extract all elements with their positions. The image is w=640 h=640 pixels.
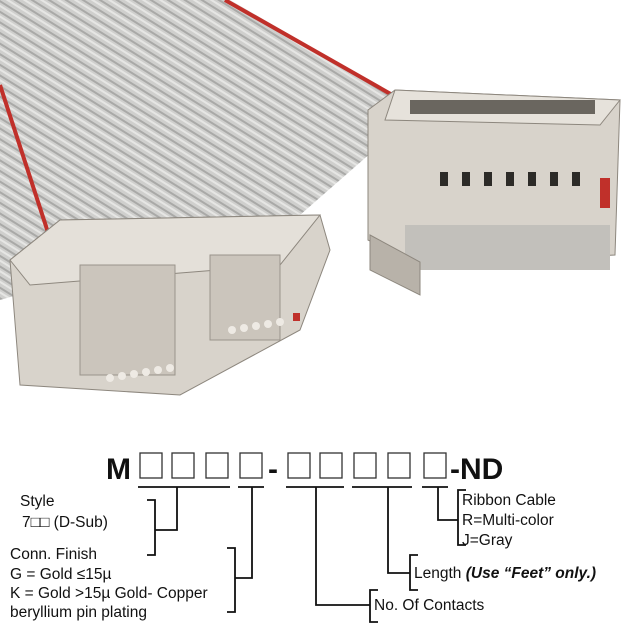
style-line1: 7□□ (D-Sub) bbox=[22, 514, 108, 531]
contacts-title: No. Of Contacts bbox=[374, 597, 485, 614]
cable-line2: J=Gray bbox=[462, 532, 513, 549]
part-suffix: -ND bbox=[450, 453, 503, 486]
finish-title: Conn. Finish bbox=[10, 546, 97, 563]
length-title: Length bbox=[414, 565, 466, 582]
finish-line3: beryllium pin plating bbox=[10, 604, 147, 621]
ribbon-cable-assembly-photo bbox=[0, 0, 622, 396]
length-note: (Use “Feet” only.) bbox=[466, 565, 596, 582]
red-stripe-top bbox=[224, 0, 411, 107]
part-boxes bbox=[139, 452, 447, 479]
part-separator: - bbox=[268, 453, 278, 486]
cable-line1: R=Multi-color bbox=[462, 512, 554, 529]
length-label: Length (Use “Feet” only.) bbox=[414, 565, 596, 582]
part-prefix: M bbox=[106, 453, 131, 486]
right-connector bbox=[367, 89, 622, 296]
style-title: Style bbox=[20, 493, 54, 510]
left-connector bbox=[9, 214, 331, 396]
finish-line1: G = Gold ≤15µ bbox=[10, 566, 112, 583]
connector-lines bbox=[138, 486, 466, 623]
finish-line2: K = Gold >15µ Gold- Copper bbox=[10, 585, 208, 602]
cable-title: Ribbon Cable bbox=[462, 492, 556, 509]
